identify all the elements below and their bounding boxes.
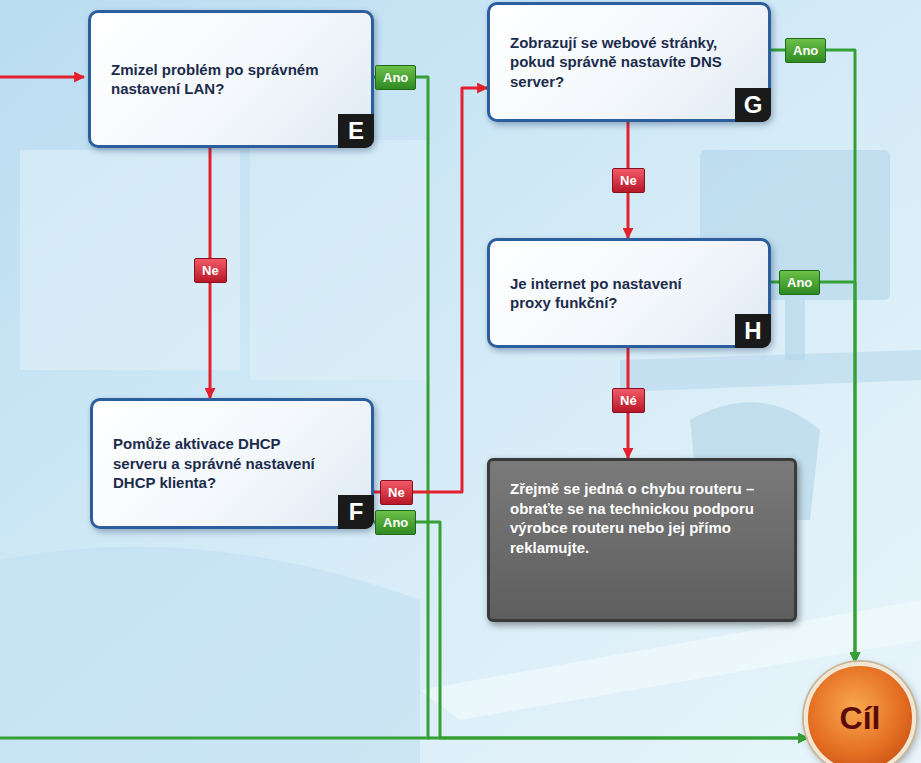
- node-text: Pomůže aktivace DHCP serveru a správné n…: [113, 434, 325, 493]
- goal-circle: Cíl: [804, 662, 916, 763]
- connector: [374, 77, 808, 738]
- desk: [620, 350, 921, 392]
- window-pane: [20, 150, 240, 370]
- answer-tag: Ano: [785, 38, 826, 63]
- result-box: Zřejmě se jedná o chybu routeru – obraťt…: [487, 458, 797, 622]
- step-letter: F: [338, 495, 374, 529]
- connector: [374, 88, 487, 492]
- node-text: Cíl: [840, 700, 881, 737]
- answer-tag: Ne: [194, 258, 227, 283]
- node-text: Zřejmě se jedná o chybu routeru – obraťt…: [510, 479, 774, 557]
- step-letter: H: [735, 314, 771, 348]
- sofa: [0, 547, 420, 763]
- answer-tag: Ano: [375, 65, 416, 90]
- incoming-line: [0, 76, 84, 79]
- answer-tag: Né: [612, 388, 645, 413]
- node-text: Zmizel problém po správném nastavení LAN…: [111, 60, 325, 99]
- decision-box: Zobrazují se webové stránky, pokud správ…: [487, 2, 771, 122]
- incoming-line: [0, 737, 430, 740]
- answer-tag: Ne: [612, 168, 645, 193]
- answer-tag: Ano: [779, 270, 820, 295]
- answer-tag: Ne: [380, 480, 413, 505]
- decision-box: Pomůže aktivace DHCP serveru a správné n…: [90, 398, 374, 529]
- answer-tag: Ano: [375, 510, 416, 535]
- node-text: Je internet po nastavení proxy funkční?: [510, 274, 722, 313]
- step-letter: E: [338, 114, 374, 148]
- node-text: Zobrazují se webové stránky, pokud správ…: [510, 33, 722, 92]
- decision-box: Zmizel problém po správném nastavení LAN…: [88, 10, 374, 148]
- window-pane: [250, 140, 430, 380]
- monitor-stand: [785, 300, 805, 360]
- decision-box: Je internet po nastavení proxy funkční? H: [487, 238, 771, 348]
- step-letter: G: [735, 88, 771, 122]
